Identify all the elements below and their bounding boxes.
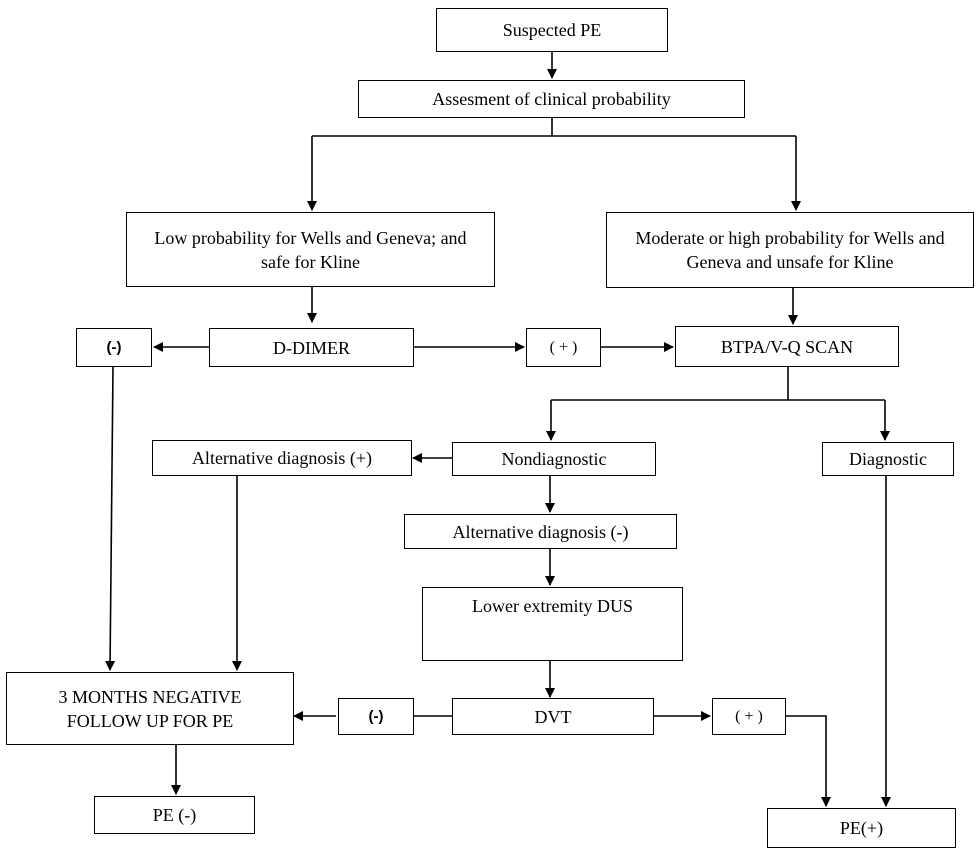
low-probability-box: Low probability for Wells and Geneva; an…: [126, 212, 495, 287]
arrow-ddimerneg-to-followup: [110, 367, 113, 670]
dvt-positive-box: ( + ): [712, 698, 786, 735]
d-dimer-negative-box: (-): [76, 328, 152, 367]
dvt-box: DVT: [452, 698, 654, 735]
dvt-negative-box: (-): [338, 698, 414, 735]
suspected-pe-box: Suspected PE: [436, 8, 668, 52]
pe-positive-box: PE(+): [767, 808, 956, 848]
lower-extremity-dus-box: Lower extremity DUS: [422, 587, 683, 661]
arrow-pos-to-pe-pos: [786, 716, 826, 806]
pe-negative-box: PE (-): [94, 796, 255, 834]
d-dimer-box: D-DIMER: [209, 328, 414, 367]
moderate-high-probability-box: Moderate or high probability for Wells a…: [606, 212, 974, 288]
nondiagnostic-box: Nondiagnostic: [452, 442, 656, 476]
diagnostic-box: Diagnostic: [822, 442, 954, 476]
d-dimer-positive-box: ( + ): [526, 328, 601, 367]
btpa-vq-scan-box: BTPA/V-Q SCAN: [675, 326, 899, 367]
negative-follow-up-box: 3 MONTHS NEGATIVE FOLLOW UP FOR PE: [6, 672, 294, 745]
alternative-diagnosis-negative-box: Alternative diagnosis (-): [404, 514, 677, 549]
assessment-box: Assesment of clinical probability: [358, 80, 745, 118]
alternative-diagnosis-positive-box: Alternative diagnosis (+): [152, 440, 412, 476]
